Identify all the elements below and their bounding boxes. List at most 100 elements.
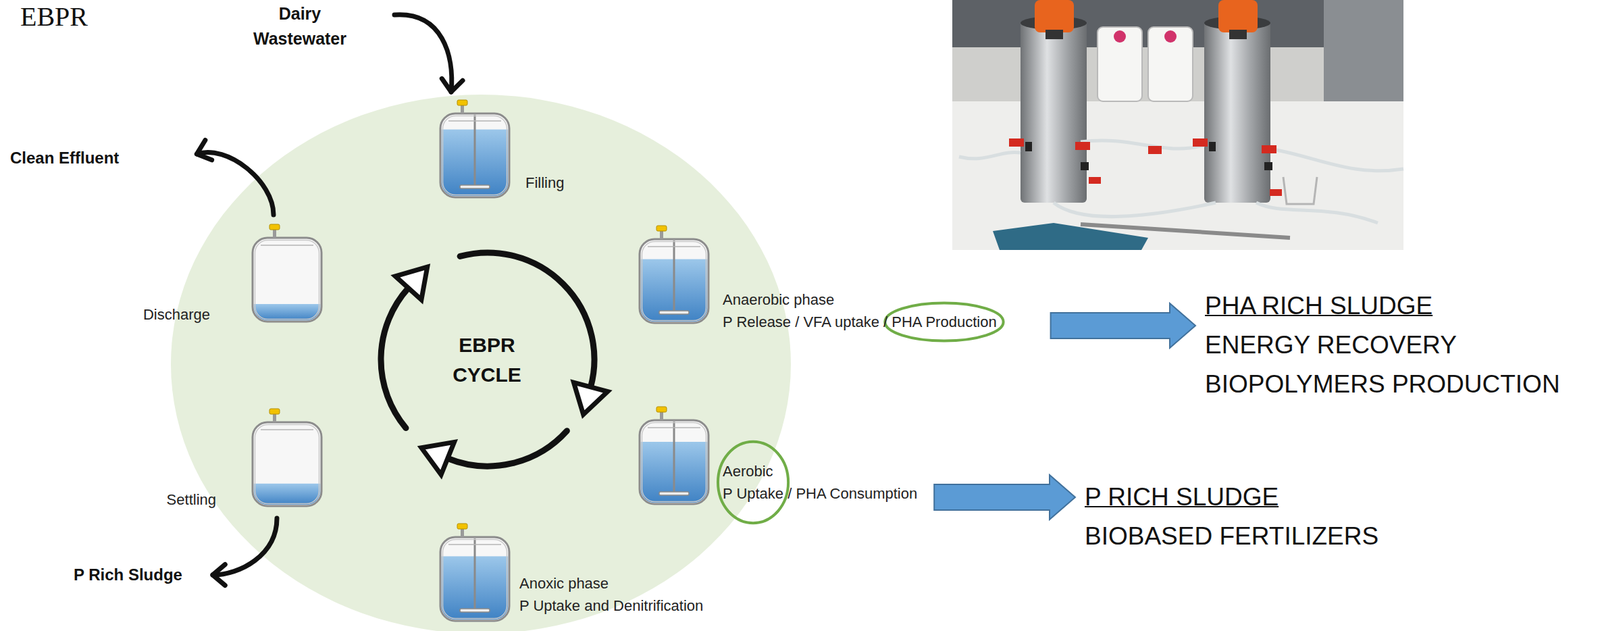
phase-name: Anoxic phase	[519, 572, 704, 595]
cycle-arc	[380, 287, 409, 428]
photo-reactor	[1020, 20, 1087, 203]
tank-body	[639, 239, 709, 323]
tank-lid	[647, 426, 701, 429]
sensor-stem	[272, 228, 277, 238]
tank-outline	[440, 113, 510, 198]
tank-label: Anoxic phaseP Uptake and Denitrification	[519, 572, 704, 617]
tank-liquid	[253, 303, 321, 321]
photo-motor	[1034, 0, 1074, 33]
tank-node: Filling	[437, 98, 512, 200]
label-box: EBPR CYCLE	[439, 330, 535, 390]
photo-ground	[952, 0, 1404, 250]
photo-reactor	[1204, 20, 1271, 203]
tank-node: Anoxic phaseP Uptake and Denitrification	[437, 522, 512, 624]
mixer-impeller	[459, 185, 490, 189]
photo-valves	[1009, 138, 1282, 196]
photo-cap	[1113, 30, 1126, 43]
tank-outline	[440, 536, 510, 621]
photo-beaker	[1283, 176, 1318, 204]
tank-lid	[647, 245, 701, 248]
node-text: P Rich Sludge	[73, 563, 183, 587]
level-sensor	[656, 225, 667, 231]
tank-node: Discharge	[249, 222, 325, 325]
tank-icon	[437, 98, 512, 200]
tank-body	[440, 113, 510, 198]
photo-canister	[1097, 27, 1143, 102]
mixer-shaft	[474, 114, 477, 186]
sensor-stem	[659, 230, 664, 240]
tank-inner-outline	[642, 422, 707, 502]
tank-body	[440, 536, 510, 621]
tank-lid	[448, 543, 502, 546]
photo-fittings	[1025, 141, 1273, 171]
phase-name: Settling	[166, 488, 217, 511]
phase-detail: P Uptake and Denitrification	[519, 594, 704, 617]
tank-lid	[260, 428, 314, 431]
arrowhead	[441, 78, 463, 92]
level-sensor	[457, 523, 468, 529]
lab-photo	[952, 0, 1404, 250]
tank-icon	[249, 222, 325, 325]
tank-liquid	[253, 483, 321, 505]
product-arrow	[1050, 303, 1196, 348]
output-label: P Rich Sludge	[73, 563, 183, 587]
product-group: PHA RICH SLUDGEENERGY RECOVERYBIOPOLYMER…	[1204, 286, 1561, 404]
tank-label: Filling	[525, 171, 564, 194]
tank-body	[252, 422, 322, 506]
cycle-title: EBPR CYCLE	[439, 330, 535, 390]
tank-label: AerobicP Uptake / PHA Consumption	[722, 459, 918, 505]
tank-icon	[636, 224, 712, 326]
page-title: EBPR	[20, 1, 88, 33]
photo-canister	[1148, 27, 1193, 102]
photo-motor-base	[1045, 29, 1064, 40]
tank-outline	[639, 420, 709, 504]
phase-name: Filling	[525, 171, 564, 194]
tank-inner-outline	[255, 424, 320, 504]
phase-name: Discharge	[143, 303, 211, 326]
highlight-ellipse	[717, 441, 789, 523]
input-label: Dairy Wastewater	[242, 1, 358, 52]
phase-name: Anaerobic phase	[722, 288, 997, 311]
node-text: ENERGY RECOVERY	[1204, 325, 1561, 365]
mixer-impeller	[459, 608, 490, 612]
tank-icon	[636, 405, 712, 507]
sensor-stem	[460, 528, 464, 537]
tank-icon	[437, 522, 512, 624]
level-sensor	[269, 408, 280, 415]
photo-motor-base	[1229, 29, 1247, 40]
cycle-arc	[447, 430, 568, 467]
highlight-group	[717, 302, 1004, 523]
tank-inner-outline	[642, 241, 707, 321]
label-box: EBPR	[20, 1, 88, 33]
node-text: Dairy Wastewater	[242, 1, 358, 52]
flow-arrow	[212, 518, 277, 585]
photo-cap	[1164, 30, 1177, 43]
node-text: BIOBASED FERTILIZERS	[1084, 516, 1379, 556]
product-heading: PHA RICH SLUDGE	[1204, 286, 1561, 326]
cycle-arrowhead	[421, 441, 455, 475]
tank-lid	[448, 120, 502, 122]
tank-outline	[252, 422, 322, 506]
tank-node: Settling	[249, 407, 325, 509]
photo-rod	[1080, 224, 1290, 238]
block-arrow	[934, 474, 1076, 520]
sensor-stem	[272, 413, 277, 423]
block-arrow	[1050, 303, 1196, 348]
tank-inner-outline	[443, 116, 508, 196]
arrowhead	[212, 564, 225, 586]
node-text: BIOPOLYMERS PRODUCTION	[1204, 364, 1561, 404]
tank-body	[639, 420, 709, 504]
tank-icon	[249, 407, 325, 509]
cycle-arrowhead	[574, 382, 608, 415]
sensor-stem	[659, 411, 664, 421]
tank-outline	[252, 237, 322, 322]
mixer-shaft	[673, 421, 676, 493]
mixer-shaft	[673, 240, 676, 312]
photo-tubes	[959, 140, 1404, 223]
mixer-impeller	[659, 491, 689, 496]
mixer-shaft	[474, 538, 477, 610]
flow-curve	[196, 151, 274, 215]
cycle-background	[170, 94, 791, 631]
